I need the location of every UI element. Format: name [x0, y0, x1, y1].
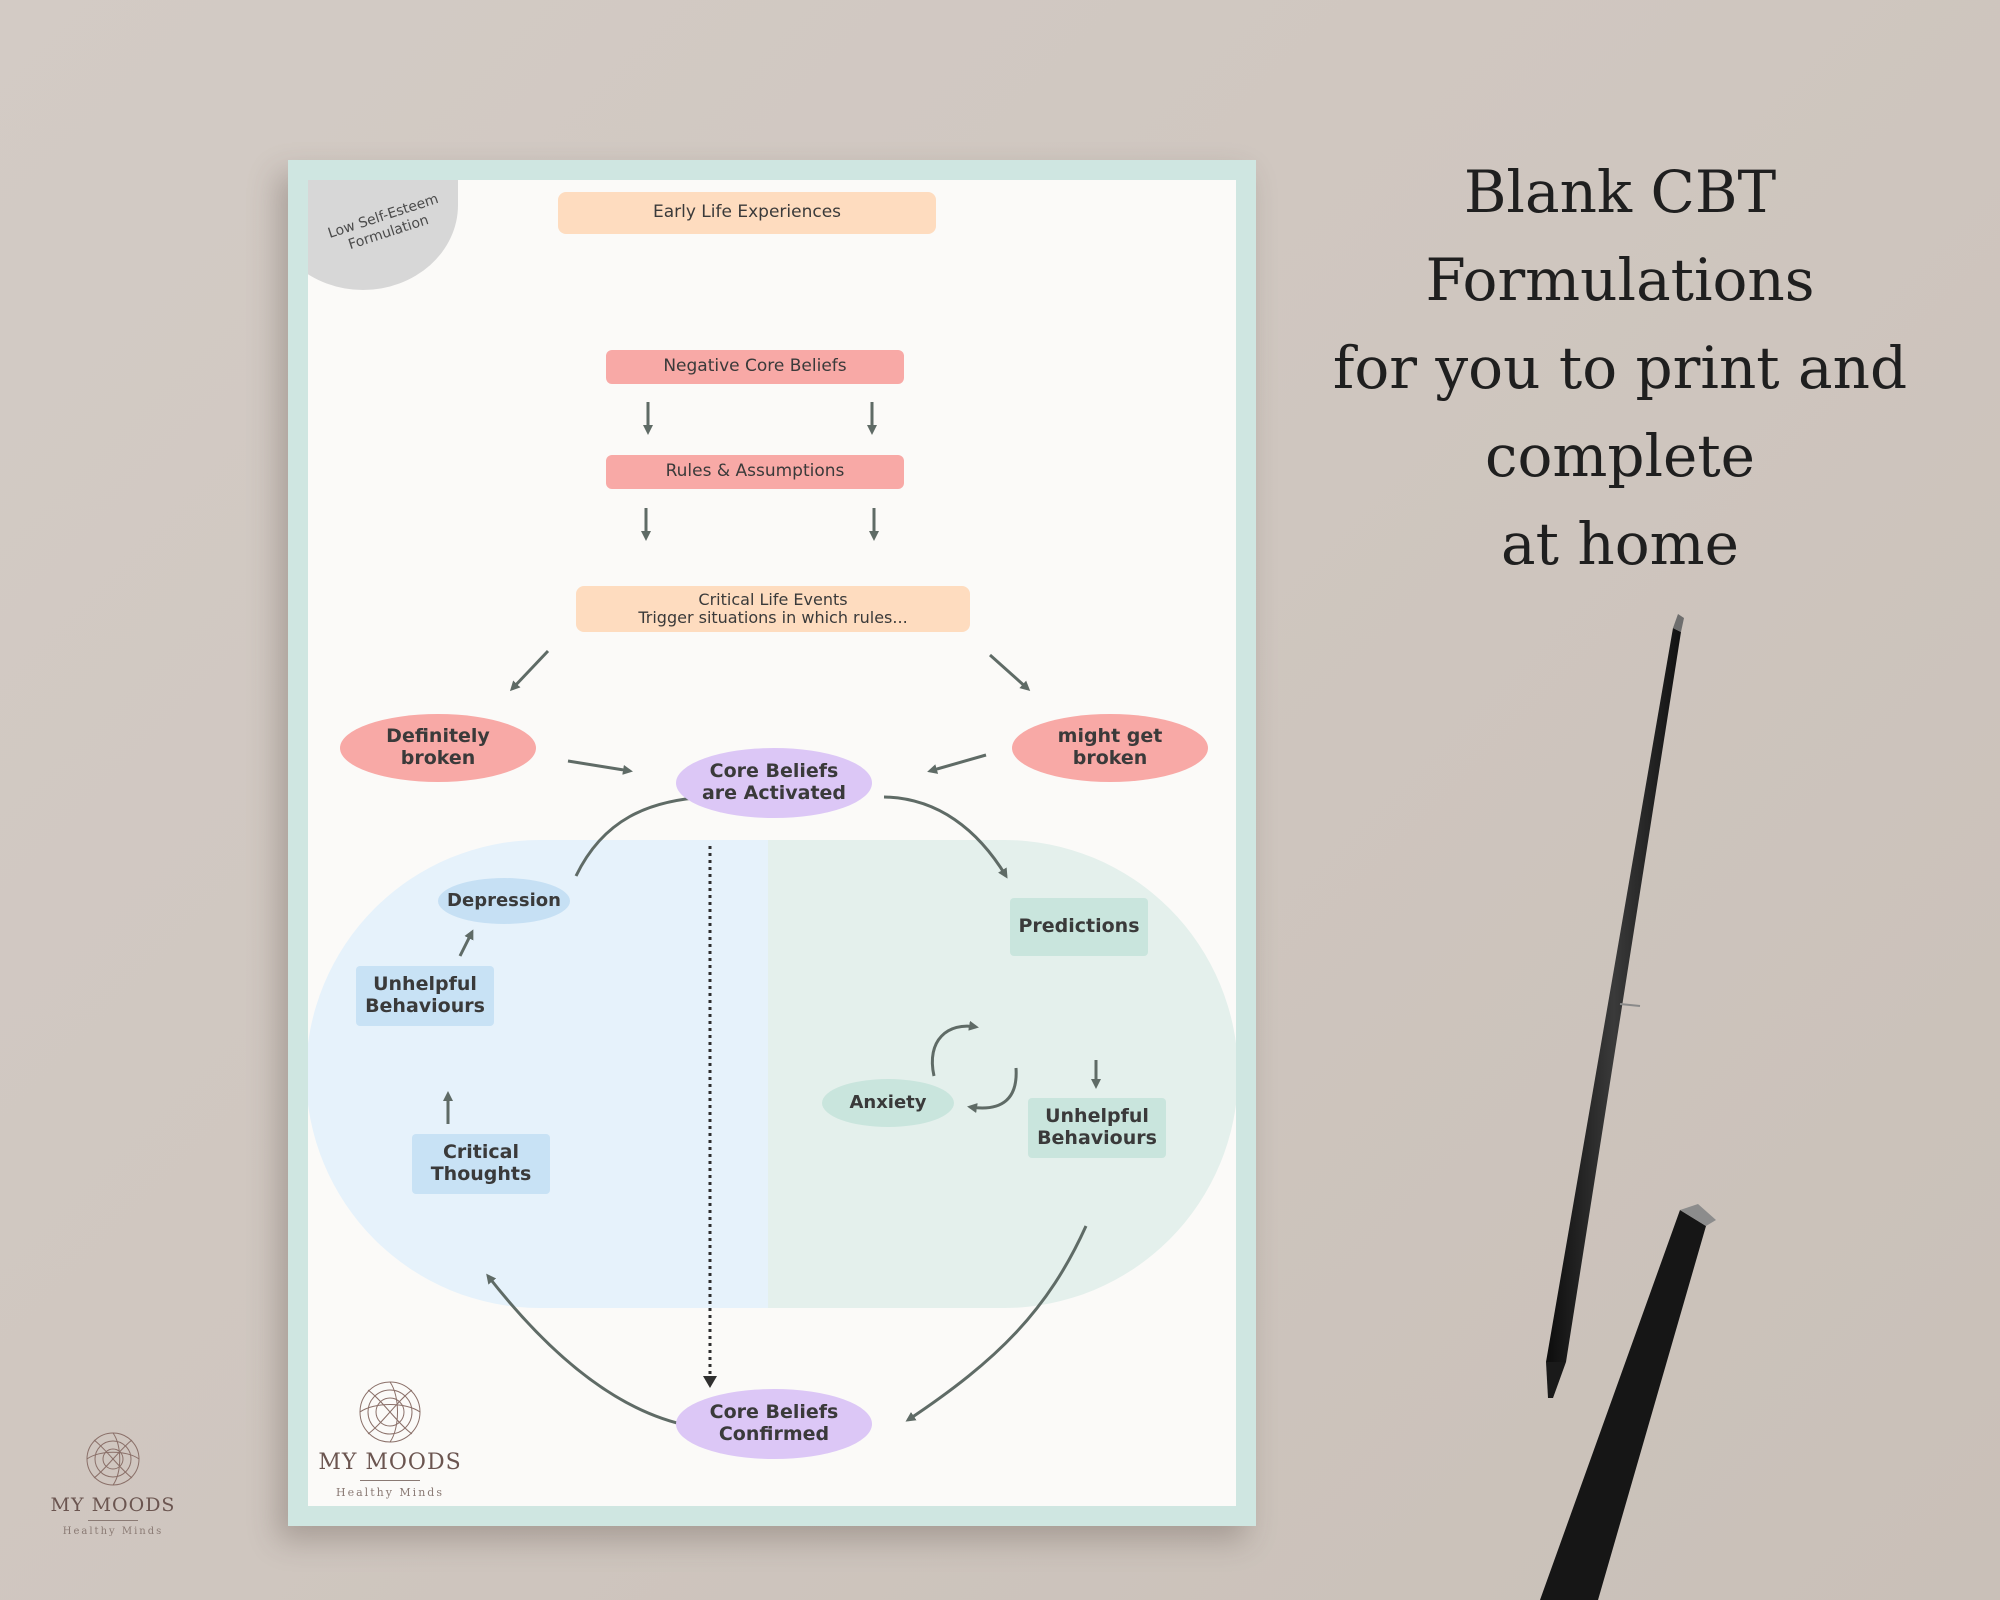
anxiety-zone [768, 840, 1236, 1308]
brand-logo-tagline: Healthy Minds [62, 1526, 164, 1537]
brand-logo-divider [88, 1520, 138, 1521]
headline-line-3: for you to print and [1332, 334, 1908, 402]
formulation-sheet: Low Self-Esteem Formulation [288, 160, 1256, 1526]
core-beliefs-activated-ellipse: Core Beliefs are Activated [676, 748, 872, 818]
arrow-depression-activated [574, 792, 711, 877]
arrow-anxiety-loop-down [967, 1067, 1018, 1113]
arrow-unhelpful-confirmed [905, 1225, 1088, 1422]
unhelpful-behaviours-right-box: Unhelpful Behaviours [1028, 1098, 1166, 1158]
sheet-logo-tagline: Healthy Minds [336, 1486, 444, 1499]
arrow-confirmed-thoughts [486, 1273, 691, 1428]
headline-line-4: complete [1484, 422, 1756, 490]
unhelpful-behaviours-left-box: Unhelpful Behaviours [356, 966, 494, 1026]
definitely-broken-ellipse: Definitely broken [340, 714, 536, 782]
pencil-icon [1540, 1204, 1716, 1600]
core-beliefs-confirmed-ellipse: Core Beliefs Confirmed [676, 1389, 872, 1459]
arrow-events-right [988, 653, 1031, 692]
arrow-might-activated [927, 753, 987, 774]
depression-pill: Depression [438, 878, 570, 924]
sheet-logo-divider [360, 1480, 420, 1481]
headline-line-5: at home [1501, 510, 1739, 578]
might-get-broken-ellipse: might get broken [1012, 714, 1208, 782]
headline-line-1: Blank CBT [1463, 158, 1777, 226]
critical-life-events-box: Critical Life Events Trigger situations … [576, 586, 970, 632]
sheet-content: Low Self-Esteem Formulation [308, 180, 1236, 1506]
arrow-layer [443, 402, 1101, 1428]
headline: Blank CBT Formulations for you to print … [1320, 148, 1920, 588]
pen-icon [1546, 614, 1684, 1398]
headline-line-2: Formulations [1425, 246, 1815, 314]
negative-core-beliefs-box: Negative Core Beliefs [606, 350, 904, 384]
anxiety-pill: Anxiety [822, 1079, 954, 1127]
brand-flower-logo-icon [86, 1432, 140, 1486]
rules-assumptions-box: Rules & Assumptions [606, 455, 904, 489]
brand-logo-name: MY MOODS [50, 1494, 176, 1516]
arrow-activated-predictions [883, 795, 1008, 879]
arrow-anxiety-loop-up [930, 1020, 979, 1077]
flower-logo-icon [359, 1381, 421, 1443]
early-life-experiences-box: Early Life Experiences [558, 192, 936, 234]
critical-thoughts-box: Critical Thoughts [412, 1134, 550, 1194]
sheet-logo-name: MY MOODS [318, 1450, 462, 1475]
arrow-broken-activated [567, 759, 633, 775]
predictions-box: Predictions [1010, 898, 1148, 956]
arrow-unhelpful-depression [458, 929, 474, 957]
pen-and-pencil-icon [1540, 614, 1716, 1600]
arrow-events-left [509, 649, 550, 692]
